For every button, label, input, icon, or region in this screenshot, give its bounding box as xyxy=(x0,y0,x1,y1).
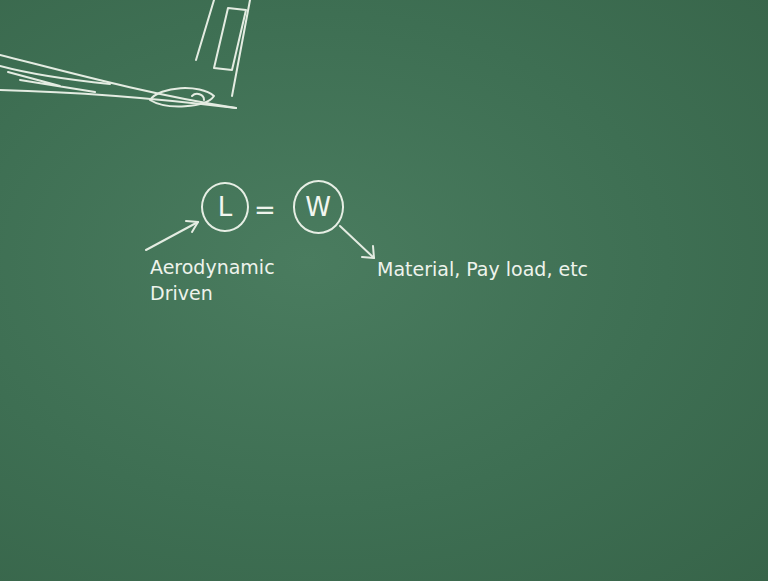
fuselage-line xyxy=(0,55,236,108)
engine-nacelle xyxy=(150,88,214,106)
annotation: Aerodynamic Driven xyxy=(150,255,275,306)
circle-node: W xyxy=(293,180,344,234)
node-letter: W xyxy=(305,194,331,220)
flap xyxy=(214,8,246,70)
arrow-head xyxy=(186,221,198,232)
circle-node: L xyxy=(201,182,249,232)
arrow-head xyxy=(362,246,374,258)
wing-line xyxy=(232,0,250,96)
node-letter: L xyxy=(218,194,233,220)
leader-arrow xyxy=(146,222,198,250)
wing-line xyxy=(196,0,214,60)
leader-arrow xyxy=(340,226,374,258)
wing-edge xyxy=(8,72,95,92)
equals-sign: = xyxy=(254,193,276,228)
fuselage-line xyxy=(0,90,236,108)
annotation: Material, Pay load, etc xyxy=(377,257,588,283)
engine-intake xyxy=(192,94,204,100)
